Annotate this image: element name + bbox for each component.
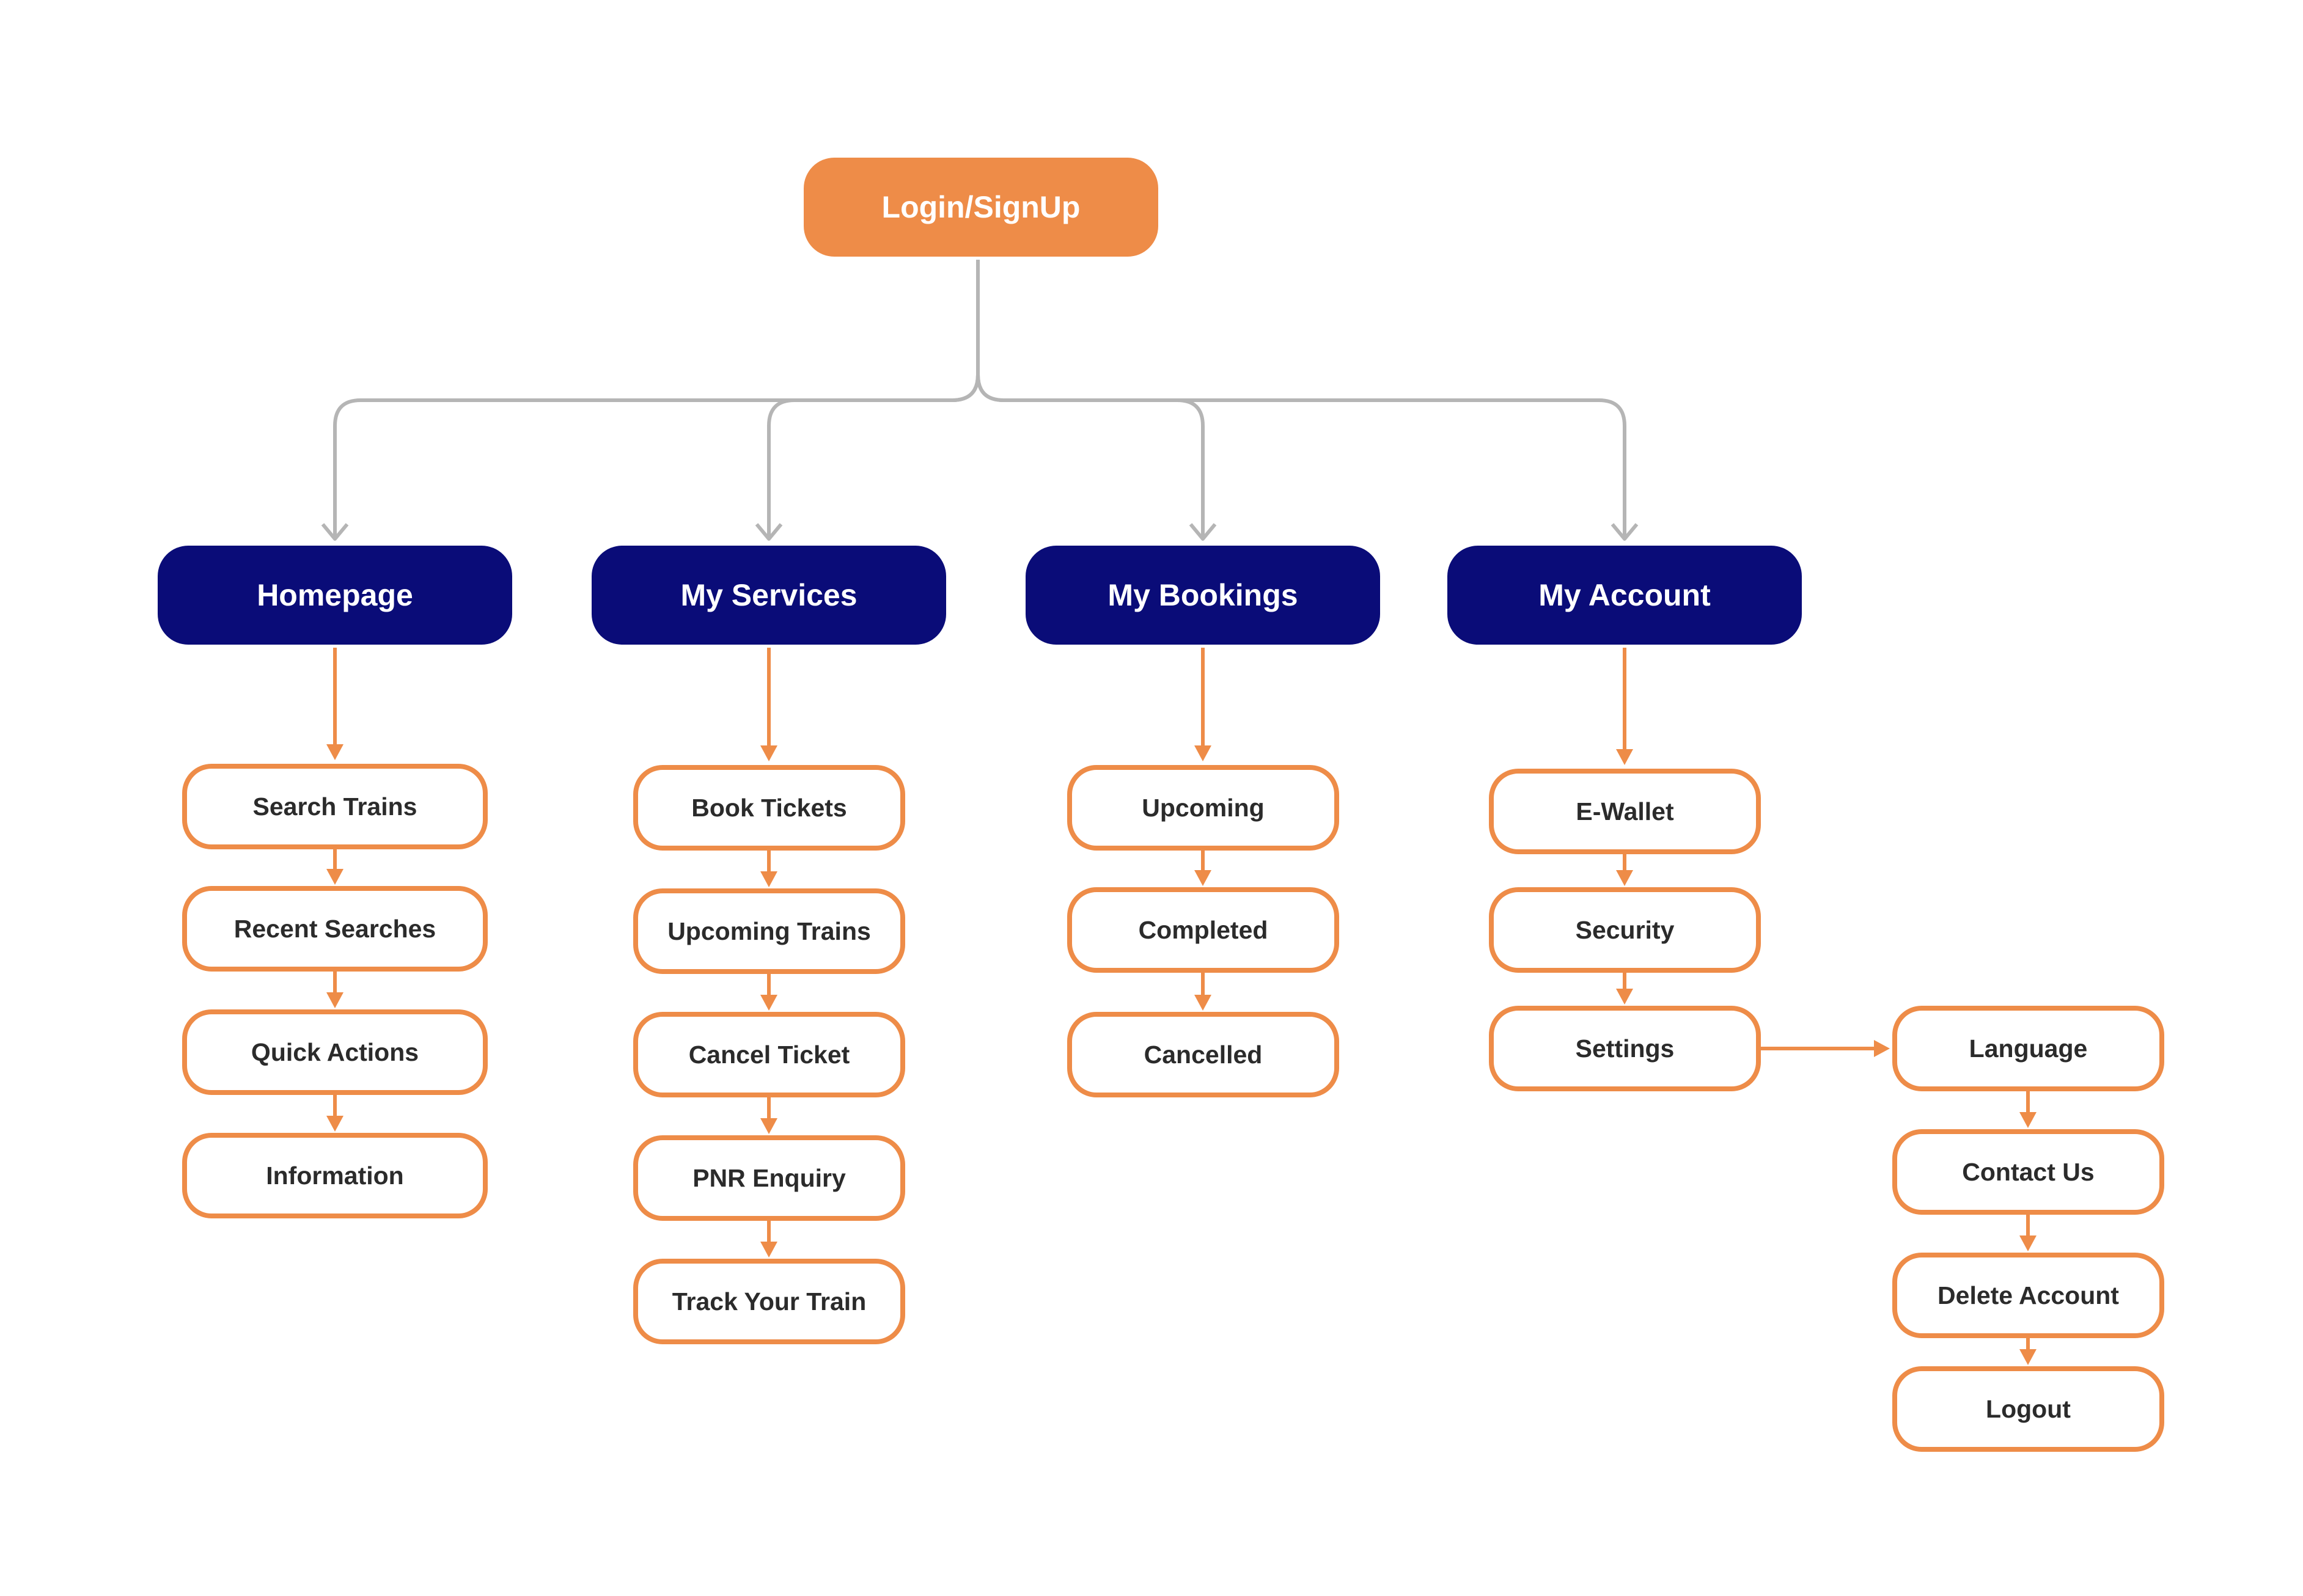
branch-line-3 <box>976 374 1626 538</box>
branch-arrowhead-0 <box>321 523 349 541</box>
item-pnr-enquiry: PNR Enquiry <box>633 1135 905 1221</box>
arrow-homepage-2-arrowhead <box>326 1116 343 1132</box>
item-cancel-ticket: Cancel Ticket <box>633 1012 905 1097</box>
arrow-services-1-arrowhead <box>760 995 777 1011</box>
arrow-account-arrowhead <box>1616 749 1633 765</box>
branch-arrowhead-2 <box>1189 523 1217 541</box>
item-information: Information <box>182 1133 488 1218</box>
item-settings: Settings <box>1489 1006 1761 1091</box>
item-contact-us: Contact Us <box>1892 1129 2164 1215</box>
arrow-bookings-1-arrowhead <box>1194 995 1211 1011</box>
arrow-submenu-2-arrowhead <box>2019 1349 2037 1365</box>
item-logout: Logout <box>1892 1366 2164 1452</box>
item-upcoming-trains: Upcoming Trains <box>633 888 905 974</box>
arrow-submenu-1-arrowhead <box>2019 1235 2037 1251</box>
branch-arrowhead-1 <box>755 523 783 541</box>
arrow-services-3-arrowhead <box>760 1242 777 1257</box>
arrow-services-arrowhead <box>760 745 777 761</box>
arrow-bookings-arrowhead <box>1194 745 1211 761</box>
arrow-account-1-arrowhead <box>1616 989 1633 1005</box>
arrow-services-0-arrowhead <box>760 871 777 887</box>
arrow-homepage-0-arrowhead <box>326 869 343 885</box>
branch-line-1 <box>767 374 980 538</box>
arrow-account-0-arrowhead <box>1616 870 1633 886</box>
arrow-bookings-0-arrowhead <box>1194 870 1211 886</box>
arrow-submenu-0-arrowhead <box>2019 1112 2037 1128</box>
item-e-wallet: E-Wallet <box>1489 769 1761 854</box>
item-cancelled: Cancelled <box>1067 1012 1339 1097</box>
root-node-login-signup: Login/SignUp <box>804 158 1158 257</box>
item-track-your-train: Track Your Train <box>633 1259 905 1344</box>
section-homepage: Homepage <box>158 546 512 645</box>
item-upcoming: Upcoming <box>1067 765 1339 851</box>
arrow-settings-language-arrowhead <box>1874 1040 1890 1057</box>
section-my-bookings: My Bookings <box>1026 546 1380 645</box>
branch-arrowhead-3 <box>1611 523 1639 541</box>
item-delete-account: Delete Account <box>1892 1253 2164 1338</box>
section-my-services: My Services <box>592 546 946 645</box>
arrow-homepage-arrowhead <box>326 744 343 760</box>
item-security: Security <box>1489 887 1761 973</box>
item-recent-searches: Recent Searches <box>182 886 488 972</box>
item-quick-actions: Quick Actions <box>182 1009 488 1095</box>
section-my-account: My Account <box>1447 546 1802 645</box>
arrow-homepage-1-arrowhead <box>326 992 343 1008</box>
item-book-tickets: Book Tickets <box>633 765 905 851</box>
item-completed: Completed <box>1067 887 1339 973</box>
item-language: Language <box>1892 1006 2164 1091</box>
arrow-services-2-arrowhead <box>760 1118 777 1134</box>
item-search-trains: Search Trains <box>182 764 488 849</box>
